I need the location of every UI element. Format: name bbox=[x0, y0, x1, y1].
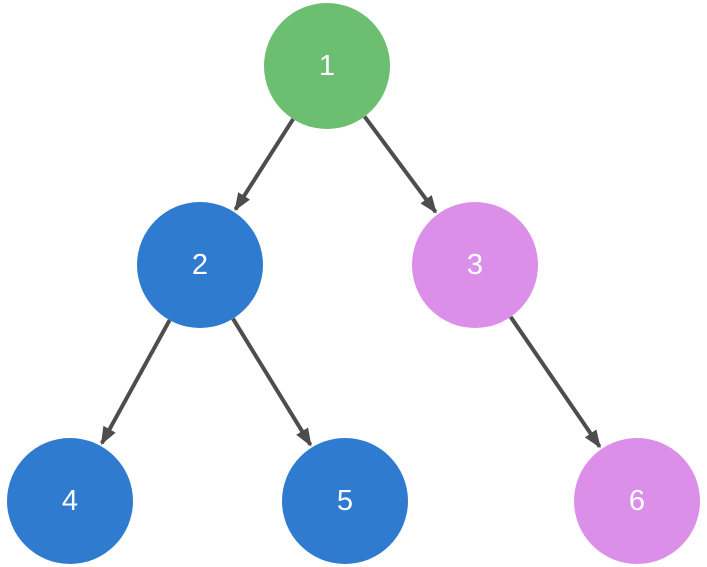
edge-1-3 bbox=[362, 115, 438, 214]
node-label: 6 bbox=[628, 484, 646, 517]
tree-node-5: 5 bbox=[282, 438, 408, 564]
tree-node-6: 6 bbox=[574, 438, 700, 564]
tree-node-3: 3 bbox=[412, 202, 538, 328]
tree-node-1: 1 bbox=[264, 3, 390, 129]
node-label: 5 bbox=[336, 484, 354, 517]
edge-1-2 bbox=[233, 118, 295, 212]
tree-node-2: 2 bbox=[137, 202, 263, 328]
edge-2-4 bbox=[100, 319, 172, 445]
node-label: 2 bbox=[191, 248, 209, 281]
tree-node-4: 4 bbox=[7, 438, 133, 564]
edge-group bbox=[100, 115, 602, 449]
node-label: 3 bbox=[466, 248, 484, 281]
edge-3-6 bbox=[509, 315, 602, 449]
node-label: 4 bbox=[61, 484, 79, 517]
edge-2-5 bbox=[231, 317, 313, 447]
node-label: 1 bbox=[318, 49, 336, 82]
